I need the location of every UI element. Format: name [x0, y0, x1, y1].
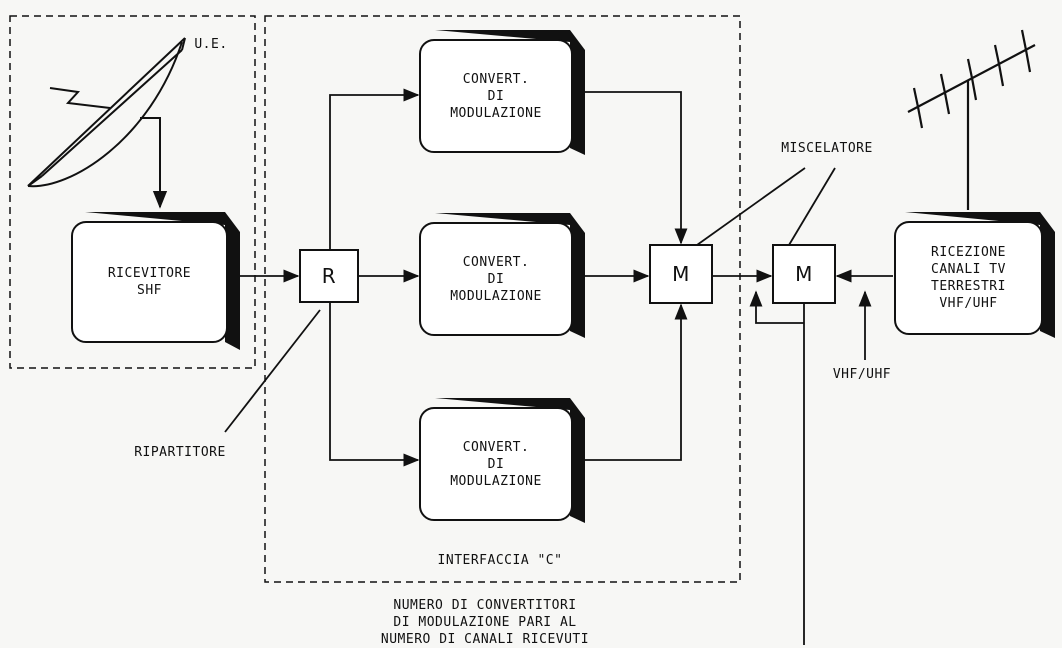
miscelatore-pointer-2: [788, 167, 836, 246]
convert-1-box: [419, 39, 573, 153]
convert-1-to-mixer-1: [585, 91, 688, 245]
interface-c-enclosure: [264, 15, 741, 583]
vhf-uhf-return-left: [749, 290, 804, 324]
ripartitore-label: RIPARTITORE: [134, 445, 226, 460]
convert-2-box: [419, 222, 573, 336]
interfaccia-label: INTERFACCIA "C": [437, 553, 563, 568]
antenna-icon: [907, 29, 1036, 210]
ricevitore-box: [71, 221, 228, 343]
miscelatore-label: MISCELATORE: [781, 141, 873, 156]
ripartitore-pointer: [224, 309, 321, 433]
mixer-2-label: M: [795, 261, 813, 286]
satellite-dish-icon: [27, 37, 186, 209]
convert-3-to-mixer-1: [585, 303, 688, 461]
convert-3-box: [419, 407, 573, 521]
mixer-1-box: [649, 244, 713, 304]
ripartitore-box: [299, 249, 359, 303]
ricezione-label: RICEZIONE CANALI TV TERRESTRI VHF/UHF: [931, 245, 1006, 311]
ripartitore-to-convert-3: [329, 302, 420, 467]
satellite-unit-enclosure: [9, 15, 256, 369]
ripartitore-to-convert-1: [329, 88, 420, 250]
convert-3-label: CONVERT. DI MODULAZIONE: [450, 439, 542, 489]
convert-2-label: CONVERT. DI MODULAZIONE: [450, 254, 542, 304]
miscelatore-pointer-1: [696, 167, 806, 246]
note-label: NUMERO DI CONVERTITORI DI MODULAZIONE PA…: [380, 598, 590, 647]
ricevitore-label: RICEVITORE SHF: [107, 266, 192, 298]
vhf-uhf-label: VHF/UHF: [832, 367, 892, 382]
ue-label: U.E.: [194, 37, 228, 52]
mixer-1-label: M: [672, 261, 690, 286]
convert-1-label: CONVERT. DI MODULAZIONE: [450, 71, 542, 121]
ricezione-box: [894, 221, 1043, 335]
ripartitore-box-label: R: [321, 263, 337, 288]
